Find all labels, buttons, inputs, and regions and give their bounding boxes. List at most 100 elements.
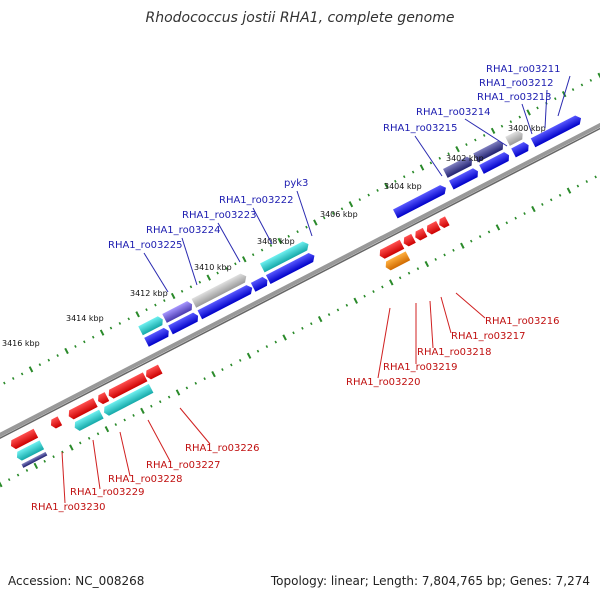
minor-tick	[91, 335, 95, 339]
gene-label[interactable]: RHA1_ro03215	[383, 123, 458, 134]
cds-arrow[interactable]	[49, 416, 63, 429]
minor-tick	[331, 211, 335, 215]
minor-tick	[402, 175, 406, 179]
gene-label[interactable]: RHA1_ro03213	[477, 92, 552, 103]
gene-arrow[interactable]	[15, 440, 45, 462]
genome-backbone	[0, 113, 600, 447]
gene-label[interactable]: RHA1_ro03229	[70, 487, 145, 498]
gene-label[interactable]: RHA1_ro03228	[108, 474, 183, 485]
minor-tick	[216, 271, 219, 275]
minor-tick	[47, 358, 51, 362]
cds-arrow[interactable]	[9, 428, 39, 451]
gene-label[interactable]: RHA1_ro03212	[479, 78, 554, 89]
minor-tick	[234, 262, 237, 266]
cds-arrow[interactable]	[393, 183, 448, 219]
cds-arrow[interactable]	[144, 364, 163, 381]
gene-arrow[interactable]	[259, 240, 311, 273]
major-tick	[211, 371, 216, 378]
gene-label[interactable]: RHA1_ro03214	[416, 107, 491, 118]
minor-tick	[487, 230, 491, 234]
gene-label[interactable]: RHA1_ro03220	[346, 377, 421, 388]
cds-arrow[interactable]	[250, 276, 270, 292]
leader-line	[429, 300, 434, 349]
gene-arrow[interactable]	[443, 155, 474, 178]
gene-arrow[interactable]	[102, 383, 154, 417]
minor-tick	[558, 193, 562, 197]
gene-arrow[interactable]	[162, 300, 194, 323]
major-tick	[175, 389, 181, 396]
gene-label[interactable]: RHA1_ro03222	[219, 195, 294, 206]
tick-label: 3404 kbp	[384, 182, 422, 191]
cds-arrow[interactable]	[437, 216, 450, 229]
major-tick	[384, 182, 389, 189]
minor-tick	[38, 363, 42, 367]
gene-label[interactable]: RHA1_ro03225	[108, 240, 183, 251]
minor-tick	[150, 404, 153, 408]
gene-arrow[interactable]	[191, 272, 249, 308]
gene-arrow[interactable]	[138, 315, 165, 336]
minor-tick	[301, 326, 304, 330]
gene-label[interactable]: RHA1_ro03226	[185, 443, 260, 454]
gene-label[interactable]: RHA1_ro03217	[451, 331, 526, 342]
leader-line	[464, 118, 508, 147]
gene-label[interactable]: RHA1_ro03211	[486, 64, 561, 75]
minor-tick	[145, 308, 148, 312]
minor-tick	[114, 423, 118, 427]
cds-arrow[interactable]	[413, 227, 428, 242]
cds-arrow[interactable]	[401, 233, 416, 248]
minor-tick	[96, 432, 100, 436]
genome-layer	[0, 72, 600, 488]
minor-tick	[87, 436, 91, 440]
minor-tick	[123, 418, 126, 422]
cds-arrow[interactable]	[106, 372, 148, 400]
minor-tick	[345, 303, 349, 307]
minor-tick	[482, 133, 486, 137]
minor-tick	[83, 340, 86, 344]
cds-arrow[interactable]	[168, 311, 200, 335]
gene-arrow[interactable]	[505, 129, 525, 146]
cds-arrow[interactable]	[197, 283, 255, 320]
gene-arrow[interactable]	[21, 451, 48, 468]
major-tick	[69, 444, 74, 451]
gene-arrow[interactable]	[72, 409, 104, 433]
gene-label[interactable]: RHA1_ro03227	[146, 460, 221, 471]
leader-line	[217, 222, 241, 263]
major-tick	[277, 237, 283, 245]
gene-label[interactable]: RHA1_ro03223	[182, 210, 257, 221]
minor-tick	[163, 299, 166, 302]
minor-tick	[238, 358, 242, 362]
gene-label[interactable]: RHA1_ro03218	[417, 347, 492, 358]
minor-tick	[376, 189, 379, 192]
minor-tick	[269, 244, 273, 247]
cds-arrow[interactable]	[425, 221, 441, 236]
gene-arrow[interactable]	[473, 139, 505, 163]
leader-line	[143, 252, 169, 293]
major-tick	[460, 242, 465, 249]
gene-label[interactable]: pyk3	[284, 178, 308, 189]
minor-tick	[443, 253, 446, 257]
cds-arrow[interactable]	[265, 251, 317, 284]
gene-label[interactable]: RHA1_ro03230	[31, 502, 106, 513]
minor-tick	[7, 478, 11, 482]
cds-arrow[interactable]	[530, 114, 584, 148]
cds-arrow[interactable]	[511, 141, 531, 158]
cds-arrow[interactable]	[377, 239, 405, 260]
leader-line	[119, 431, 131, 477]
major-tick	[246, 352, 252, 359]
minor-tick	[469, 239, 473, 243]
minor-tick	[523, 212, 526, 216]
minor-tick	[358, 198, 362, 202]
gene-label[interactable]: RHA1_ro03219	[383, 362, 458, 373]
cds-arrow[interactable]	[449, 167, 480, 190]
cds-arrow[interactable]	[479, 151, 511, 174]
gene-label[interactable]: RHA1_ro03216	[485, 316, 560, 327]
gene-label[interactable]: RHA1_ro03224	[146, 225, 221, 236]
gene-arrow[interactable]	[383, 251, 411, 271]
major-tick	[495, 224, 501, 231]
cds-arrow[interactable]	[96, 392, 110, 405]
cds-arrow[interactable]	[144, 326, 171, 347]
minor-tick	[167, 395, 171, 399]
cds-arrow[interactable]	[66, 398, 98, 421]
minor-tick	[260, 248, 264, 252]
genome-backbone-shadow	[0, 116, 600, 449]
